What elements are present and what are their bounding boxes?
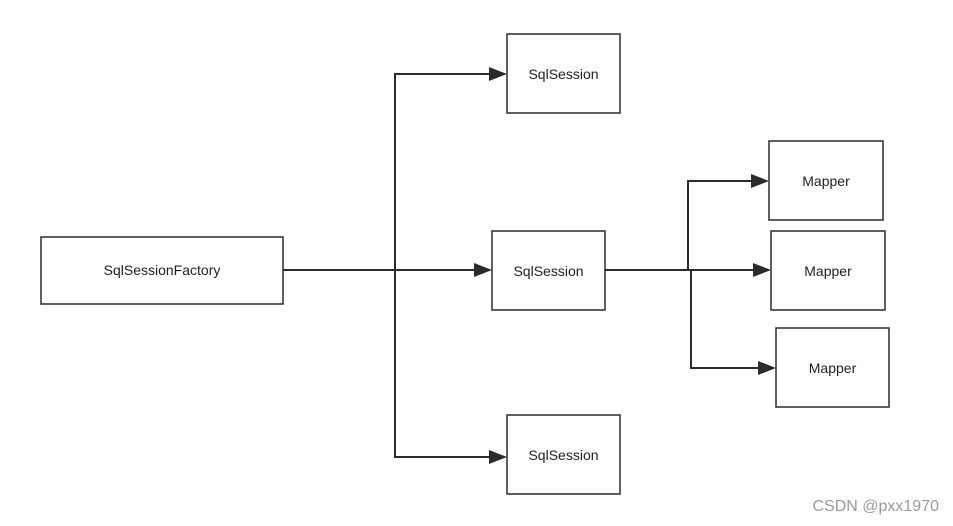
arrowhead-session-top <box>489 67 507 81</box>
edge-session-to-mapper-top <box>687 180 752 270</box>
node-label-mapper-middle: Mapper <box>804 263 852 279</box>
edge-session-to-mapper-bottom <box>688 269 759 369</box>
arrowhead-session-middle <box>474 263 492 277</box>
node-label-sqlsession-top: SqlSession <box>528 66 598 82</box>
factory-edges <box>283 67 507 464</box>
watermark: CSDN @pxx1970 <box>812 498 939 515</box>
edge-factory-to-session-bottom <box>394 270 490 458</box>
arrowhead-mapper-top <box>751 174 769 188</box>
arrowhead-session-bottom <box>489 450 507 464</box>
node-mapper-middle: Mapper <box>770 230 886 311</box>
node-sqlsessionfactory: SqlSessionFactory <box>40 236 284 305</box>
arrowhead-mapper-middle <box>753 263 771 277</box>
node-mapper-bottom: Mapper <box>775 327 890 408</box>
node-sqlsession-middle: SqlSession <box>491 230 606 311</box>
node-label-sqlsession-middle: SqlSession <box>513 263 583 279</box>
node-mapper-top: Mapper <box>768 140 884 221</box>
edge-factory-to-session-top <box>394 73 490 270</box>
arrowhead-mapper-bottom <box>758 361 776 375</box>
node-label-mapper-top: Mapper <box>802 173 850 189</box>
node-label-sqlsession-bottom: SqlSession <box>528 447 598 463</box>
node-label-mapper-bottom: Mapper <box>809 360 857 376</box>
node-sqlsession-bottom: SqlSession <box>506 414 621 495</box>
session-edges <box>605 174 776 375</box>
node-label-sqlsessionfactory: SqlSessionFactory <box>104 262 221 278</box>
node-sqlsession-top: SqlSession <box>506 33 621 114</box>
